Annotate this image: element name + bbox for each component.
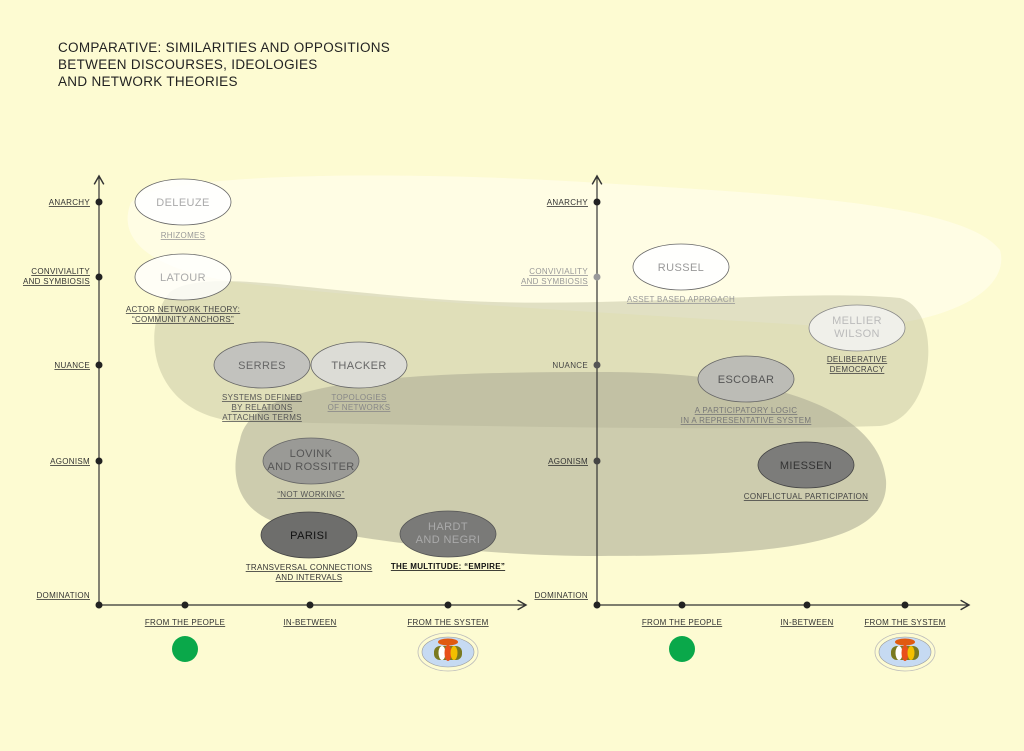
node-name: AND NEGRI [416, 534, 481, 546]
node-subtitle: RHIZOMES [161, 231, 206, 240]
node-deleuze: DELEUZE RHIZOMES [134, 178, 232, 240]
node-subtitle: “NOT WORKING” [277, 490, 344, 499]
node-russel: RUSSEL ASSET BASED APPROACH [627, 243, 735, 304]
people-icon [172, 636, 198, 662]
y-label-conviviality: CONVIVIALITY [529, 267, 588, 276]
node-subtitle: ASSET BASED APPROACH [627, 295, 735, 304]
node-subtitle: TOPOLOGIES [331, 393, 386, 402]
right-chart: ANARCHY CONVIVIALITY AND SYMBIOSIS NUANC… [521, 174, 971, 672]
y-label-domination: DOMINATION [36, 591, 90, 600]
node-name: MIESSEN [780, 460, 832, 472]
x-label-system: FROM THE SYSTEM [864, 618, 945, 627]
node-name: MELLIER [832, 315, 882, 327]
left-chart: ANARCHY CONVIVIALITY AND SYMBIOSIS NUANC… [23, 174, 528, 672]
node-name: LOVINK [290, 448, 333, 460]
node-subtitle: SYSTEMS DEFINED [222, 393, 302, 402]
node-subtitle: BY RELATIONS [231, 403, 292, 412]
node-subtitle: AND INTERVALS [276, 573, 343, 582]
blob-dark [235, 372, 887, 556]
title: COMPARATIVE: SIMILARITIES AND OPPOSITION… [58, 40, 390, 89]
node-subtitle: DEMOCRACY [830, 365, 885, 374]
title-line: BETWEEN DISCOURSES, IDEOLOGIES [58, 57, 318, 72]
node-name: HARDT [428, 521, 468, 533]
x-label-system: FROM THE SYSTEM [407, 618, 488, 627]
system-icon [874, 632, 936, 672]
node-name: DELEUZE [156, 197, 210, 209]
node-miessen: MIESSEN CONFLICTUAL PARTICIPATION [744, 441, 868, 501]
y-label-agonism: AGONISM [548, 457, 588, 466]
node-mellier: MELLIER WILSON DELIBERATIVE DEMOCRACY [808, 304, 906, 374]
y-label-anarchy: ANARCHY [49, 198, 91, 207]
node-subtitle: ACTOR NETWORK THEORY: [126, 305, 240, 314]
title-line: AND NETWORK THEORIES [58, 74, 238, 89]
node-parisi: PARISI TRANSVERSAL CONNECTIONS AND INTER… [246, 511, 373, 582]
node-serres: SERRES SYSTEMS DEFINED BY RELATIONS ATTA… [213, 341, 311, 422]
x-label-between: IN-BETWEEN [780, 618, 833, 627]
node-escobar: ESCOBAR A PARTICIPATORY LOGIC IN A REPRE… [681, 355, 812, 425]
node-thacker: THACKER TOPOLOGIES OF NETWORKS [310, 341, 408, 412]
node-subtitle: “COMMUNITY ANCHORS” [132, 315, 234, 324]
node-name: THACKER [331, 360, 386, 372]
node-name: WILSON [834, 328, 880, 340]
blob-light [127, 175, 1002, 327]
title-line: COMPARATIVE: SIMILARITIES AND OPPOSITION… [58, 40, 390, 55]
node-name: PARISI [290, 530, 328, 542]
x-label-people: FROM THE PEOPLE [642, 618, 722, 627]
people-icon [669, 636, 695, 662]
node-subtitle: IN A REPRESENTATIVE SYSTEM [681, 416, 812, 425]
node-lovink: LOVINK AND ROSSITER “NOT WORKING” [262, 437, 360, 499]
node-name: ESCOBAR [718, 374, 775, 386]
node-subtitle: THE MULTITUDE: “EMPIRE” [391, 562, 505, 571]
node-subtitle: DELIBERATIVE [827, 355, 887, 364]
y-label-conviviality: AND SYMBIOSIS [521, 277, 588, 286]
y-label-nuance: NUANCE [552, 361, 588, 370]
y-label-agonism: AGONISM [50, 457, 90, 466]
node-name: RUSSEL [658, 262, 704, 274]
node-latour: LATOUR ACTOR NETWORK THEORY: “COMMUNITY … [126, 253, 240, 324]
node-subtitle: OF NETWORKS [328, 403, 391, 412]
node-hardt: HARDT AND NEGRI THE MULTITUDE: “EMPIRE” [391, 510, 505, 571]
y-label-domination: DOMINATION [534, 591, 588, 600]
y-label-conviviality: CONVIVIALITY [31, 267, 90, 276]
y-label-nuance: NUANCE [54, 361, 90, 370]
node-subtitle: ATTACHING TERMS [222, 413, 302, 422]
x-label-people: FROM THE PEOPLE [145, 618, 225, 627]
x-label-between: IN-BETWEEN [283, 618, 336, 627]
y-label-anarchy: ANARCHY [547, 198, 589, 207]
node-subtitle: TRANSVERSAL CONNECTIONS [246, 563, 373, 572]
system-icon [417, 632, 479, 672]
y-label-conviviality: AND SYMBIOSIS [23, 277, 90, 286]
node-name: AND ROSSITER [267, 461, 354, 473]
node-name: SERRES [238, 360, 286, 372]
node-subtitle: A PARTICIPATORY LOGIC [695, 406, 798, 415]
node-subtitle: CONFLICTUAL PARTICIPATION [744, 492, 868, 501]
node-name: LATOUR [160, 272, 206, 284]
